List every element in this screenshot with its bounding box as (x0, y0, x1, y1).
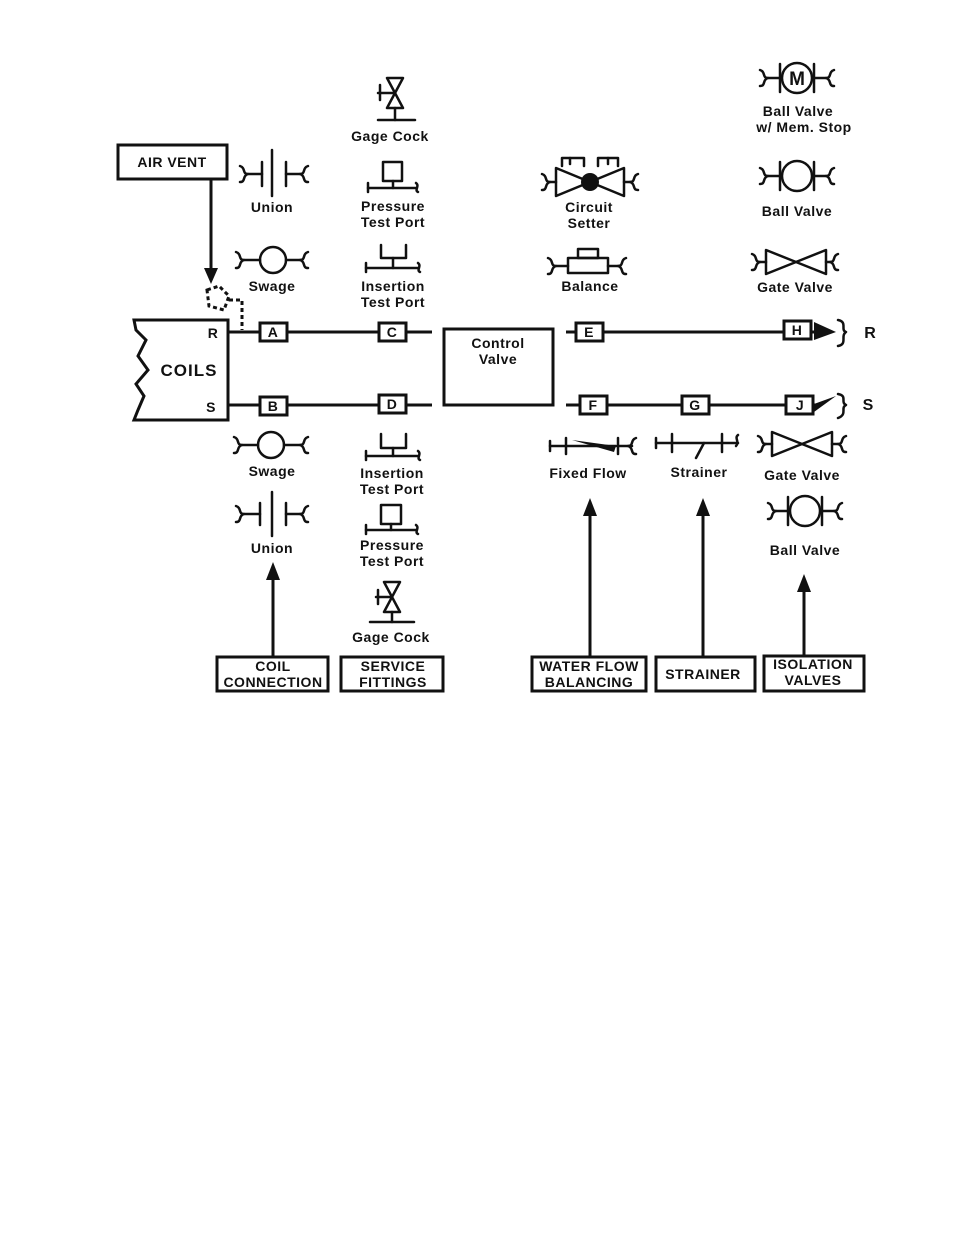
strainer-icon (654, 432, 740, 460)
union-top-icon (238, 148, 310, 198)
fixed-flow-icon (548, 436, 638, 456)
gate-valve-top-icon (750, 248, 840, 276)
strainer-box: STRAINER (654, 655, 757, 693)
service-fittings-line2: FITTINGS (359, 674, 427, 690)
coil-connection-line1: COIL (255, 658, 290, 674)
ball-valve-bottom-label: Ball Valve (770, 542, 840, 558)
point-j: J (784, 394, 815, 416)
point-d: D (377, 393, 408, 415)
motor-glyph: M (789, 69, 805, 90)
ball-valve-mem-stop-line2: w/ Mem. Stop (755, 119, 851, 135)
air-vent-box: AIR VENT (116, 143, 229, 181)
air-vent-label: AIR VENT (137, 154, 206, 170)
pressure-test-port-top-line1: Pressure (361, 198, 425, 214)
point-c: C (377, 321, 408, 343)
svg-text:D: D (387, 396, 398, 412)
swage-top-label: Swage (249, 278, 296, 294)
point-b: B (258, 395, 289, 417)
strainer-box-label: STRAINER (665, 666, 741, 682)
svg-text:C: C (387, 324, 398, 340)
pressure-test-port-top-line2: Test Port (361, 214, 425, 230)
coil-connection-arrow (266, 562, 280, 656)
circuit-setter-line1: Circuit (565, 199, 613, 215)
air-vent-arrow (204, 179, 218, 284)
strainer-symbol-label: Strainer (671, 464, 728, 480)
circuit-setter-line2: Setter (568, 215, 611, 231)
pressure-test-port-bottom-line2: Test Port (360, 553, 424, 569)
isolation-valves-line2: VALVES (785, 672, 842, 688)
water-flow-balancing-line2: BALANCING (545, 674, 634, 690)
insertion-test-port-bottom-line2: Test Port (360, 481, 424, 497)
control-valve-line2: Valve (479, 351, 517, 367)
insertion-test-port-top-line2: Test Port (361, 294, 425, 310)
fixed-flow-label: Fixed Flow (549, 465, 626, 481)
ball-valve-top-label: Ball Valve (762, 203, 832, 219)
point-e: E (574, 321, 605, 343)
point-h: H (782, 319, 813, 341)
coils-return-label: R (208, 325, 219, 341)
balance-icon (546, 247, 628, 276)
coil-connection-box: COIL CONNECTION (215, 655, 330, 693)
pressure-test-port-bottom-line1: Pressure (360, 537, 424, 553)
gate-valve-bottom-label: Gate Valve (764, 467, 840, 483)
coils-label: COILS (161, 361, 218, 380)
union-top-label: Union (251, 199, 293, 215)
swage-top-icon (234, 245, 310, 275)
circuit-setter-icon (540, 156, 640, 198)
air-vent-fitting-dashed (205, 284, 244, 330)
gage-cock-bottom-label: Gage Cock (352, 629, 430, 645)
point-g: G (680, 394, 711, 416)
gate-valve-top-label: Gate Valve (757, 279, 833, 295)
service-fittings-box: SERVICE FITTINGS (339, 655, 445, 693)
swage-bottom-label: Swage (249, 463, 296, 479)
ball-valve-top-icon (758, 159, 836, 193)
insertion-test-port-bottom-icon (364, 432, 422, 462)
svg-text:G: G (689, 397, 700, 413)
gage-cock-top-icon (376, 76, 417, 122)
control-valve-line1: Control (471, 335, 524, 351)
coil-connection-line2: CONNECTION (223, 674, 322, 690)
point-a: A (258, 321, 289, 343)
water-flow-balancing-arrow (583, 498, 597, 656)
svg-text:J: J (796, 397, 804, 413)
insertion-test-port-top-icon (364, 243, 422, 274)
pressure-test-port-bottom-icon (364, 503, 420, 536)
swage-bottom-icon (232, 430, 310, 460)
ball-valve-mem-stop-line1: Ball Valve (763, 103, 833, 119)
control-valve-box: Control Valve (442, 327, 555, 407)
ball-valve-bottom-icon (766, 494, 844, 528)
svg-text:F: F (588, 397, 597, 413)
isolation-valves-line1: ISOLATION (773, 656, 853, 672)
gage-cock-bottom-icon (368, 580, 416, 624)
ball-valve-mem-stop-icon: M (758, 61, 836, 95)
union-bottom-icon (234, 490, 310, 538)
svg-text:H: H (792, 322, 803, 338)
service-fittings-line1: SERVICE (361, 658, 426, 674)
point-f: F (578, 394, 609, 416)
pressure-test-port-top-icon (366, 160, 420, 194)
isolation-valves-box: ISOLATION VALVES (762, 654, 866, 693)
svg-text:A: A (268, 324, 279, 340)
balance-label: Balance (561, 278, 618, 294)
water-flow-balancing-line1: WATER FLOW (539, 658, 639, 674)
isolation-valves-arrow (797, 574, 811, 656)
svg-text:B: B (268, 398, 279, 414)
coils-supply-label: S (206, 399, 216, 415)
gage-cock-top-label: Gage Cock (351, 128, 429, 144)
water-flow-balancing-box: WATER FLOW BALANCING (530, 655, 648, 693)
gate-valve-bottom-icon (756, 430, 848, 458)
svg-text:E: E (584, 324, 594, 340)
return-end-label: R (864, 325, 876, 342)
strainer-arrow (696, 498, 710, 656)
supply-end-label: S (863, 397, 874, 414)
coils-block: COILS R S (131, 318, 230, 422)
insertion-test-port-top-line1: Insertion (361, 278, 425, 294)
insertion-test-port-bottom-line1: Insertion (360, 465, 424, 481)
union-bottom-label: Union (251, 540, 293, 556)
